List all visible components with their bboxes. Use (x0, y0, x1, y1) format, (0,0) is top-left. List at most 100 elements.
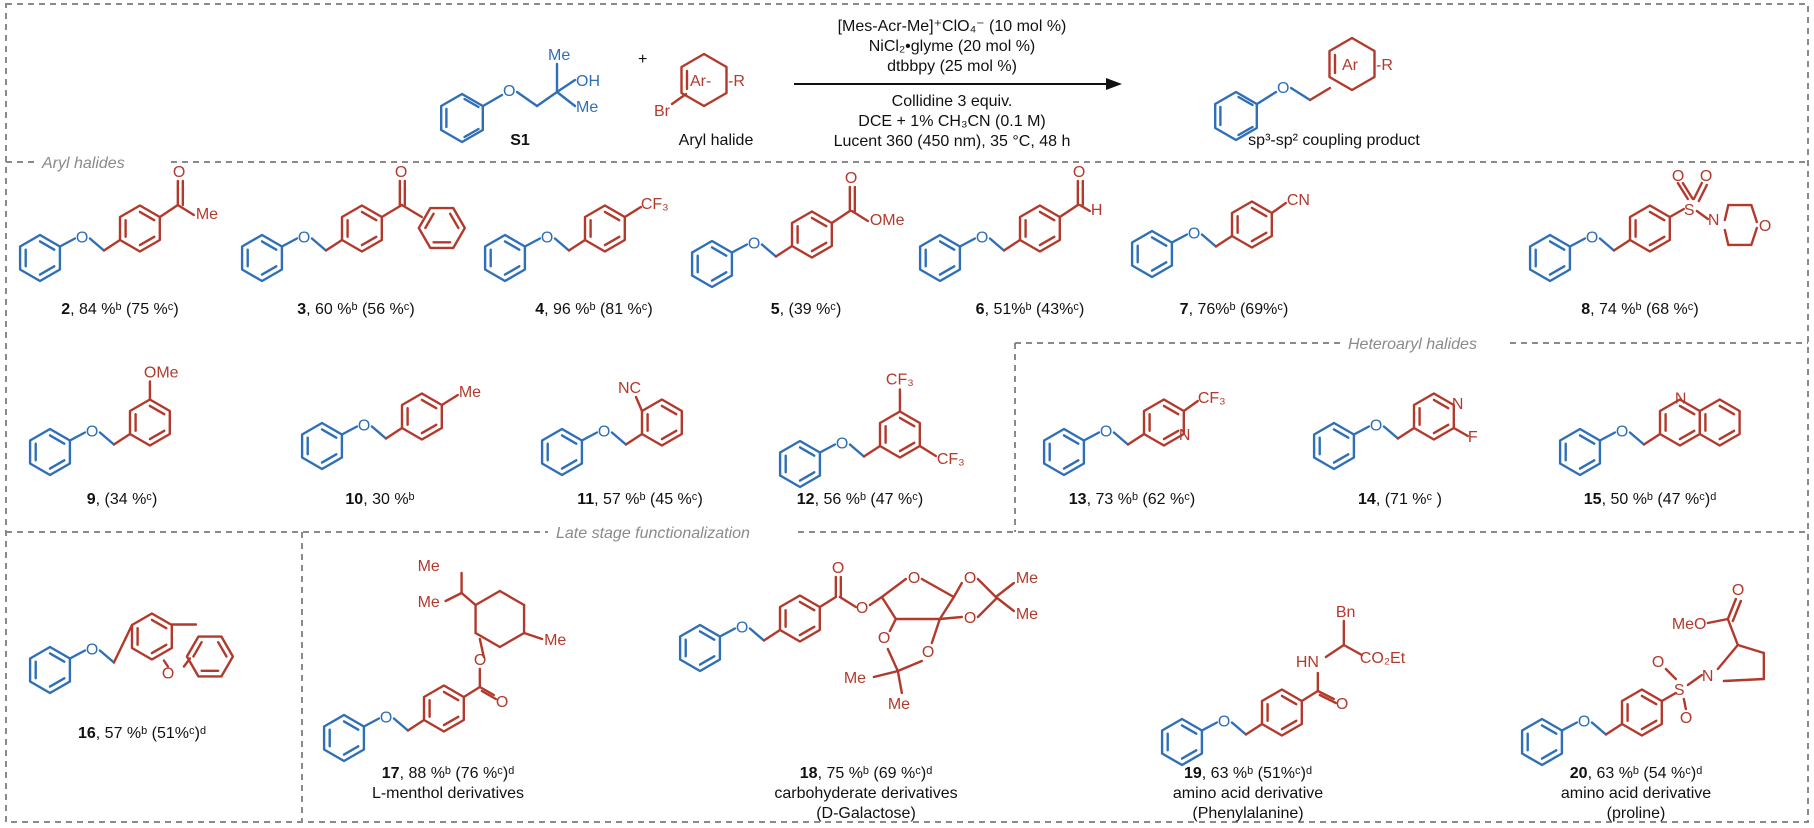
bond (1244, 722, 1264, 736)
ring (878, 410, 921, 459)
bond (698, 630, 716, 641)
bond (498, 589, 526, 607)
bond (1678, 429, 1696, 441)
section-late-stage: Late stage functionalization (556, 525, 750, 542)
bond (938, 265, 956, 276)
compound-number: 10 (345, 491, 363, 508)
bond (1180, 724, 1198, 735)
atom-label: O (908, 570, 920, 587)
compound-number: 8 (1581, 301, 1590, 318)
bond (462, 685, 482, 699)
atom-label: HN (1296, 654, 1319, 671)
bond (958, 237, 977, 248)
bond (580, 431, 599, 442)
atom-label: O (1672, 168, 1684, 185)
bond (150, 643, 168, 655)
bond (1318, 693, 1338, 705)
compound-number: 6 (976, 301, 985, 318)
atom-label: CF₃ (937, 451, 965, 468)
atom-label: Me (844, 670, 866, 687)
bond (762, 628, 782, 642)
atom-label: Me (418, 558, 440, 575)
bond (710, 271, 728, 282)
atom-label: O (1732, 582, 1744, 599)
atom-R: -R (1376, 57, 1393, 74)
bond (112, 623, 134, 664)
bond (1682, 697, 1688, 711)
bond (1648, 235, 1666, 247)
bond (1668, 207, 1686, 219)
plus-sign: + (638, 51, 647, 68)
bond (442, 690, 460, 702)
bond (1612, 238, 1632, 252)
compound-yield: , (34 %ᶜ) (96, 491, 158, 508)
compound-caption: 7, 76%ᵇ (69%ᶜ) (1180, 301, 1289, 318)
bond (324, 238, 344, 252)
bond (880, 595, 898, 621)
bond (798, 446, 816, 457)
bond (38, 265, 56, 276)
atom-label: O (832, 560, 844, 577)
bond (1648, 210, 1666, 222)
bond (424, 212, 435, 230)
benzene-ring (440, 92, 484, 144)
bond (522, 631, 544, 641)
bond (896, 669, 904, 695)
bond (460, 591, 477, 607)
bond (698, 655, 716, 666)
bond (1642, 432, 1662, 446)
compound-yield: , 30 %ᵇ (363, 491, 414, 508)
bond (1332, 428, 1350, 439)
bond (48, 434, 66, 445)
bond (442, 715, 460, 727)
bond (280, 237, 299, 248)
bond (560, 459, 578, 470)
section-heteroaryl-halides: Heteroaryl halides (1348, 336, 1477, 353)
bond (634, 395, 644, 413)
bond (1170, 233, 1189, 244)
reaction-scheme: O Me OH Me S1 + Ar- -R Br Aryl halide (440, 18, 1420, 150)
atom-label: O (976, 230, 988, 247)
aryl-halide-label: Aryl halide (679, 132, 754, 149)
compound-number: 13 (1069, 491, 1087, 508)
bond (798, 600, 816, 612)
atom-OH: OH (576, 73, 600, 90)
bond (1598, 237, 1616, 252)
compound-caption: 16, 57 %ᵇ (51%ᶜ)ᵈ (78, 725, 206, 742)
bond (862, 444, 882, 458)
frame-lines: Aryl halides Heteroaryl halides Late sta… (5, 3, 1809, 823)
atom-label: O (173, 164, 185, 181)
atom-label: O (845, 170, 857, 187)
atom-label: O (1100, 424, 1112, 441)
bond (1112, 431, 1130, 446)
bond (567, 238, 587, 252)
arene-ring (1328, 36, 1376, 92)
bond (798, 471, 816, 482)
bond (1182, 399, 1200, 413)
compound-caption: 10, 30 %ᵇ (345, 491, 414, 508)
atom-label: H (1091, 202, 1103, 219)
compound-caption: 14, (71 %ᶜ ) (1358, 491, 1442, 508)
bond (760, 243, 778, 258)
bond (1660, 691, 1678, 703)
atom-label: OMe (870, 212, 905, 229)
compound-number: 14 (1358, 491, 1376, 508)
bond (176, 203, 196, 217)
bond (1697, 183, 1709, 203)
bond (1180, 749, 1198, 760)
compound-yield: , 76%ᵇ (69%ᶜ) (1189, 301, 1289, 318)
bond (818, 443, 837, 454)
bond (48, 677, 66, 688)
bond (1332, 453, 1350, 464)
atom-O: O (503, 83, 515, 100)
bond (444, 591, 463, 603)
substrate-label: S1 (510, 132, 530, 149)
section-aryl-halides: Aryl halides (41, 155, 125, 172)
atom-label: O (748, 236, 760, 253)
bond (810, 216, 828, 228)
